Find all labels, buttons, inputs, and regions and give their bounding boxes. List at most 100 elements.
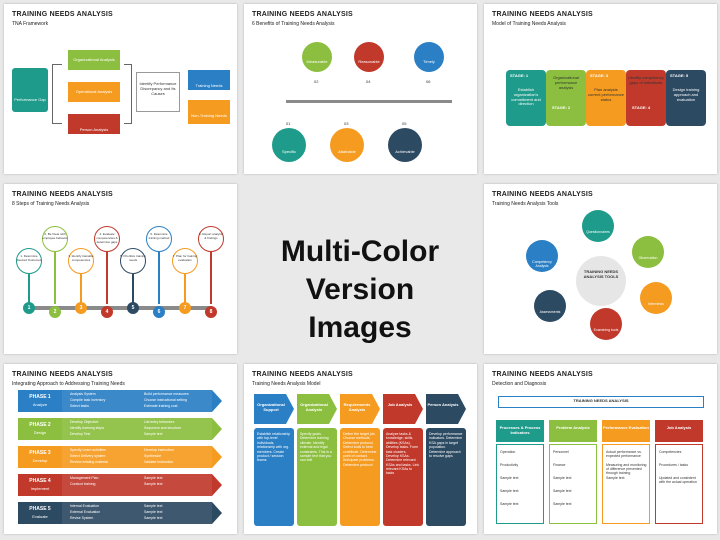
thumb-model-tna[interactable]: TRAINING NEEDS ANALYSIS Model of Trainin… — [484, 4, 717, 174]
discrepancy-label: Identify Performance Discrepancy and Its… — [139, 81, 177, 96]
step-7-num: 7 — [183, 305, 187, 311]
diag-col-1-item-4: Sample text — [500, 489, 519, 493]
step-7-stem — [184, 274, 186, 304]
performance-gap-box — [12, 68, 48, 112]
phase-2-item-b-2: Sequence and structure — [144, 426, 182, 430]
pin-num-06: 06 — [426, 79, 431, 84]
step-6-text: 6. Determine training method — [148, 232, 170, 240]
model-col-4-body — [383, 428, 423, 526]
model-col-1-body — [254, 428, 294, 526]
phase-3-item-b-1: Develop instruction — [144, 448, 174, 452]
slide-subtitle: Integrating Approach to Addressing Train… — [12, 381, 125, 387]
thumb-tna-tools[interactable]: TRAINING NEEDS ANALYSIS Training Needs A… — [484, 184, 717, 354]
non-training-label: Non-Training Needs — [191, 113, 227, 118]
training-needs-box — [188, 70, 230, 90]
center-title-line1: Multi-Color — [280, 235, 440, 268]
stage-2-block — [546, 70, 586, 126]
stage-2-text: Organizational performance analysis — [553, 75, 579, 90]
diag-col-1-item-5: Sample text — [500, 502, 519, 506]
step-1-num: 1 — [27, 305, 31, 311]
step-4-stem — [106, 252, 108, 304]
diag-col-4-item-2: Procedures / tasks — [659, 463, 688, 467]
slide-title: TRAINING NEEDS ANALYSIS — [492, 11, 593, 18]
pin-02 — [302, 42, 332, 72]
stage-4-text: Identify competency gaps of individuals — [628, 75, 664, 85]
tool-5-label: Assessments — [539, 310, 561, 314]
diag-col-1-title: Processes & Process Indicators — [499, 425, 541, 435]
pin-num-04: 04 — [366, 79, 371, 84]
phase-5-label-box — [18, 502, 62, 524]
tool-2-circle — [632, 236, 664, 268]
slide-subtitle: Training Needs Analysis Model — [252, 381, 321, 387]
step-8-num: 8 — [209, 309, 213, 315]
slide-subtitle: Detection and Diagnosis — [492, 381, 547, 387]
step-3-num: 3 — [79, 305, 83, 311]
phase-3-arrow — [212, 446, 222, 468]
tool-6-circle — [526, 240, 558, 272]
benefits-axis — [286, 100, 452, 103]
thumb-tna-framework[interactable]: TRAINING NEEDS ANALYSIS TNA Framework Pe… — [4, 4, 237, 174]
pin-03 — [330, 128, 364, 162]
step-3-dot — [75, 302, 87, 314]
step-6-dot — [153, 306, 165, 318]
phase-1-name: PHASE 1 — [29, 394, 51, 400]
pin-05 — [388, 128, 422, 162]
step-5-dot — [127, 302, 139, 314]
diag-col-1-item-3: Sample text — [500, 476, 519, 480]
step-4-text: 4. Evaluate competencies & determine gap… — [96, 232, 118, 244]
pin-num-01: 01 — [286, 121, 291, 126]
discrepancy-box — [136, 72, 180, 112]
model-col-4-head — [383, 394, 423, 424]
slide-title: TRAINING NEEDS ANALYSIS — [492, 371, 593, 378]
phase-4-item-b-1: Sample text — [144, 476, 163, 480]
phase-5-item-b-2: Sample text — [144, 510, 163, 514]
diag-col-3-body — [602, 444, 650, 524]
diag-col-4-item-1: Competencies — [659, 450, 682, 454]
thumb-detection-diagnosis[interactable]: TRAINING NEEDS ANALYSIS Detection and Di… — [484, 364, 717, 534]
slide-subtitle: TNA Framework — [12, 21, 49, 27]
phase-2-item-a-2: Identify learning steps — [70, 426, 105, 430]
diag-col-4-body — [655, 444, 703, 524]
thumb-six-benefits[interactable]: TRAINING NEEDS ANALYSIS 6 Benefits of Tr… — [244, 4, 477, 174]
model-col-3-head — [340, 394, 380, 424]
phase-2-item-a-1: Develop Objective — [70, 420, 99, 424]
step-5-text: 5. Prioritize training needs — [120, 254, 146, 262]
op-analysis-box — [68, 82, 120, 102]
thumb-integrating-approach[interactable]: TRAINING NEEDS ANALYSIS Integrating Appr… — [4, 364, 237, 534]
step-2-num: 2 — [53, 309, 57, 315]
slide-title: TRAINING NEEDS ANALYSIS — [12, 371, 113, 378]
model-col-4-text: Analyze tasks & knowledge, skills, abili… — [386, 432, 420, 476]
phase-2-name: PHASE 2 — [29, 422, 51, 428]
model-col-3-body — [340, 428, 380, 526]
phase-3-item-b-3: Validate instruction — [144, 460, 174, 464]
phase-5-band — [62, 502, 212, 524]
stage-3-block — [586, 70, 626, 126]
model-col-5-body — [426, 428, 466, 526]
phase-4-item-a-1: Management Plan — [70, 476, 99, 480]
model-col-1-text: Establish relationship with top-level in… — [257, 432, 291, 463]
thumb-tna-model[interactable]: TRAINING NEEDS ANALYSIS Training Needs A… — [244, 364, 477, 534]
phase-3-name: PHASE 3 — [29, 450, 51, 456]
model-col-5-text: Develop performance indicators. Determin… — [429, 432, 463, 458]
phase-1-item-a-3: Select tasks — [70, 404, 89, 408]
stage-4-label: STAGE: 4 — [632, 105, 651, 110]
framework-bracket-left — [52, 64, 62, 124]
phase-4-name: PHASE 4 — [29, 478, 51, 484]
phase-1-label-box — [18, 390, 62, 412]
tools-hub — [576, 256, 626, 306]
diag-col-2-item-1: Personnel — [553, 450, 569, 454]
diag-col-3-title: Performance Evaluation — [603, 425, 649, 430]
phase-4-item-b-2: Sample text — [144, 482, 163, 486]
diag-col-2-item-4: Sample text — [553, 489, 572, 493]
phase-3-label-box — [18, 446, 62, 468]
pin-01 — [272, 128, 306, 162]
phase-5-item-a-3: Revise System — [70, 516, 94, 520]
center-title: Multi-Color Version Images — [250, 233, 470, 347]
phase-1-item-b-1: Build performance measures — [144, 392, 189, 396]
step-8-bubble — [198, 226, 224, 252]
diag-col-2-item-3: Sample text — [553, 476, 572, 480]
thumb-eight-steps[interactable]: TRAINING NEEDS ANALYSIS 8 Steps of Train… — [4, 184, 237, 354]
phase-4-sub: Implement — [30, 486, 50, 491]
slide-title: TRAINING NEEDS ANALYSIS — [252, 11, 353, 18]
phase-2-item-b-1: List entry behaviors — [144, 420, 175, 424]
